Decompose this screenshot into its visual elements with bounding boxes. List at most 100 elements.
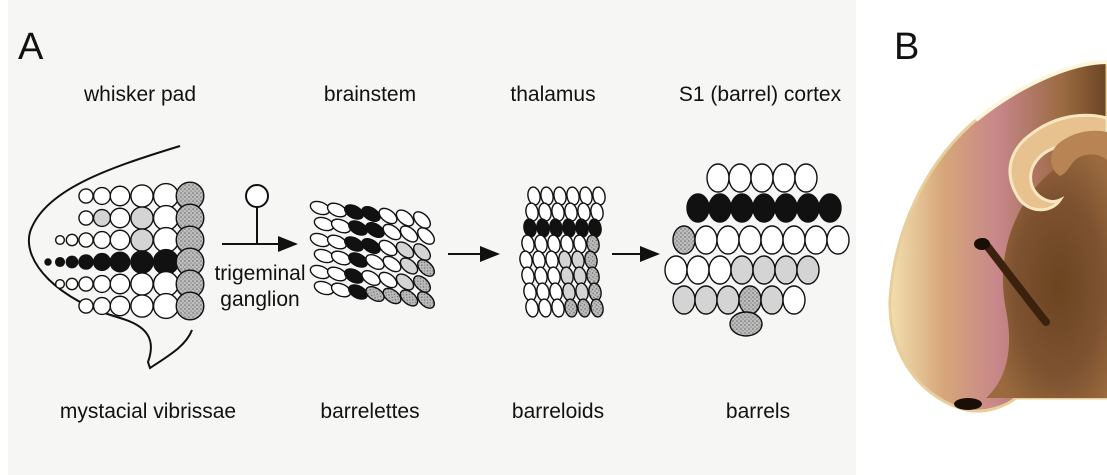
barrel <box>729 164 751 192</box>
barreloid <box>590 202 605 222</box>
barreloid <box>562 218 577 238</box>
barreloid <box>566 186 581 206</box>
barreloid <box>551 298 566 318</box>
barrel <box>707 164 729 192</box>
barreloid <box>553 186 568 206</box>
whisker-dot <box>94 276 111 293</box>
barrel <box>731 256 753 284</box>
barrel <box>739 286 761 314</box>
barreloid <box>592 186 607 206</box>
bottom-dark-spot <box>954 398 982 410</box>
whisker-dot <box>66 278 77 289</box>
barreloid <box>577 298 592 318</box>
barreloid <box>551 202 566 222</box>
barreloid <box>525 202 540 222</box>
barrel <box>739 226 761 254</box>
barreloid <box>523 218 538 238</box>
barreloid <box>540 186 555 206</box>
brain-section-image <box>856 0 1107 475</box>
whisker-dot <box>110 296 130 316</box>
panel-b: B <box>856 0 1107 475</box>
barreloid <box>590 298 605 318</box>
barrel <box>753 256 775 284</box>
whisker-dot <box>154 228 179 253</box>
whisker-dot <box>94 232 111 249</box>
barrel <box>783 226 805 254</box>
whisker-dot <box>45 259 51 265</box>
barrel <box>709 194 731 222</box>
barrel <box>665 256 687 284</box>
whisker-dot <box>94 254 111 271</box>
barreloid <box>525 298 540 318</box>
whisker-dot <box>66 234 77 245</box>
whisker-dot <box>131 295 153 317</box>
barrel <box>730 312 762 336</box>
whisker-dot <box>79 211 93 225</box>
whisker-dot <box>131 251 153 273</box>
barrel <box>775 256 797 284</box>
barreloid <box>560 234 575 254</box>
barrel <box>695 226 717 254</box>
barrel <box>773 164 795 192</box>
barreloid <box>588 218 603 238</box>
barreloid <box>536 218 551 238</box>
barrel <box>673 286 695 314</box>
barreloids-cluster <box>519 186 607 318</box>
whisker-dot <box>66 256 77 267</box>
whisker-dot <box>94 188 111 205</box>
whisker-dot <box>56 258 65 267</box>
barrel <box>761 226 783 254</box>
whisker-dot <box>131 185 153 207</box>
barrel <box>717 286 739 314</box>
barrel <box>797 256 819 284</box>
barrel <box>805 226 827 254</box>
whisker-dot <box>131 207 153 229</box>
whisker-dot <box>154 184 179 209</box>
barrels-cluster <box>665 164 849 336</box>
barrel <box>753 194 775 222</box>
barrel <box>695 286 717 314</box>
whisker-dot <box>154 250 179 275</box>
barreloid <box>549 218 564 238</box>
barreloid <box>534 234 549 254</box>
barrel <box>709 256 731 284</box>
barrel <box>687 256 709 284</box>
barrel <box>827 226 849 254</box>
panel-a: A whisker pad brainstem thalamus S1 (bar… <box>8 0 856 475</box>
barrelettes-cluster <box>309 199 438 311</box>
ganglion-soma <box>246 185 268 207</box>
whisker-dots <box>45 182 204 320</box>
whisker-dot <box>131 273 153 295</box>
barrel <box>783 286 805 314</box>
barrel <box>687 194 709 222</box>
whisker-dot <box>110 208 130 228</box>
whisker-dot <box>94 210 111 227</box>
barreloid <box>579 186 594 206</box>
whisker-dot <box>176 292 204 320</box>
barrel <box>797 194 819 222</box>
barrel <box>731 194 753 222</box>
barreloid <box>586 234 601 254</box>
barreloid <box>564 298 579 318</box>
ventricle <box>974 238 990 250</box>
whisker-dot <box>110 186 130 206</box>
barrel <box>717 226 739 254</box>
whisker-dot <box>79 189 93 203</box>
whisker-dot <box>154 272 179 297</box>
barreloid <box>527 186 542 206</box>
barreloid <box>538 298 553 318</box>
barreloid <box>575 218 590 238</box>
whisker-dot <box>131 229 153 251</box>
barrel <box>775 194 797 222</box>
barreloid <box>564 202 579 222</box>
whisker-dot <box>94 298 111 315</box>
whisker-dot <box>110 274 130 294</box>
whisker-dot <box>56 280 65 289</box>
whisker-dot <box>79 299 93 313</box>
barrelette <box>397 287 420 309</box>
whisker-dot <box>110 252 130 272</box>
barreloid <box>547 234 562 254</box>
whisker-dot <box>56 236 65 245</box>
barrel <box>673 226 695 254</box>
whisker-dot <box>154 206 179 231</box>
